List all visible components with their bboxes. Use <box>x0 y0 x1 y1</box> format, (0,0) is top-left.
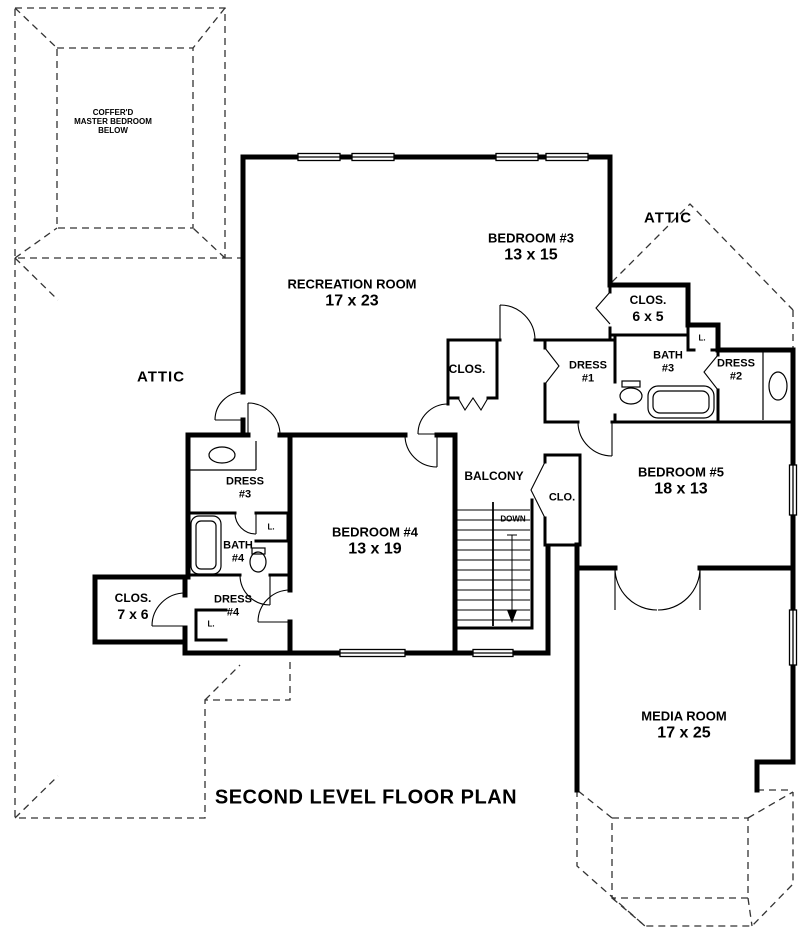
bath3-line1: BATH <box>653 349 683 362</box>
dress3-line1: DRESS <box>226 475 264 488</box>
label-bath-3: BATH #3 <box>653 349 683 374</box>
bath3-line2: #3 <box>661 362 675 374</box>
label-clo: CLO. <box>548 491 576 504</box>
label-bedroom-3: BEDROOM #3 13 x 15 <box>488 230 574 264</box>
bedroom3-name: BEDROOM #3 <box>488 230 574 246</box>
label-coffer-note: COFFER'D MASTER BEDROOM BELOW <box>74 108 152 136</box>
dress4-line2: #4 <box>226 606 240 618</box>
coffer-line3: BELOW <box>98 126 128 136</box>
label-balcony: BALCONY <box>464 469 524 484</box>
label-closet-7x6: CLOS. 7 x 6 <box>114 591 152 622</box>
door-swings <box>151 291 719 627</box>
dress2-line2: #2 <box>729 370 743 382</box>
closet65-name: CLOS. <box>629 293 667 308</box>
exterior-walls <box>92 154 796 793</box>
dress4-line1: DRESS <box>214 593 252 606</box>
closet76-name: CLOS. <box>114 591 152 606</box>
plan-title: SECOND LEVEL FLOOR PLAN <box>214 786 518 809</box>
coffer-line2: MASTER BEDROOM <box>74 117 152 127</box>
coffer-line1: COFFER'D <box>92 108 134 118</box>
recreation-dims: 17 x 23 <box>325 292 379 310</box>
staircase <box>457 502 530 626</box>
label-dress-2: DRESS #2 <box>717 357 755 382</box>
label-hall-closet: CLOS. <box>448 362 486 377</box>
label-bedroom-4: BEDROOM #4 13 x 19 <box>332 524 418 558</box>
dress1-line1: DRESS <box>569 359 607 372</box>
label-bath-4: BATH #4 <box>223 539 253 564</box>
bedroom5-name: BEDROOM #5 <box>638 464 724 480</box>
label-attic-right: ATTIC <box>643 209 693 227</box>
dress1-line2: #1 <box>581 372 595 384</box>
media-name: MEDIA ROOM <box>641 708 727 724</box>
recreation-name: RECREATION ROOM <box>287 276 417 292</box>
media-dims: 17 x 25 <box>657 724 711 742</box>
label-dress-4: DRESS #4 <box>214 593 252 618</box>
label-linen-bath4: L. <box>267 522 275 532</box>
label-bedroom-5: BEDROOM #5 18 x 13 <box>638 464 724 498</box>
bath4-line2: #4 <box>231 552 245 564</box>
closet65-dims: 6 x 5 <box>632 307 664 324</box>
closet76-dims: 7 x 6 <box>117 605 149 622</box>
dress3-line2: #3 <box>238 488 252 500</box>
roof-dashed-lines <box>14 7 794 927</box>
dress2-line1: DRESS <box>717 357 755 370</box>
bedroom4-name: BEDROOM #4 <box>332 524 418 540</box>
label-dress-1: DRESS #1 <box>569 359 607 384</box>
label-dress-3: DRESS #3 <box>226 475 264 500</box>
label-attic-left: ATTIC <box>136 368 186 386</box>
fixtures <box>188 352 788 575</box>
label-closet-6x5: CLOS. 6 x 5 <box>629 293 667 324</box>
label-linen-bath3: L. <box>698 333 706 343</box>
label-linen-dress4: L. <box>207 619 215 629</box>
bedroom3-dims: 13 x 15 <box>504 246 558 264</box>
bath4-line1: BATH <box>223 539 253 552</box>
label-down: DOWN <box>500 514 526 524</box>
windows <box>297 152 798 666</box>
label-media-room: MEDIA ROOM 17 x 25 <box>641 708 727 742</box>
bedroom4-dims: 13 x 19 <box>348 540 402 558</box>
label-recreation-room: RECREATION ROOM 17 x 23 <box>287 276 417 310</box>
bedroom5-dims: 18 x 13 <box>654 480 708 498</box>
